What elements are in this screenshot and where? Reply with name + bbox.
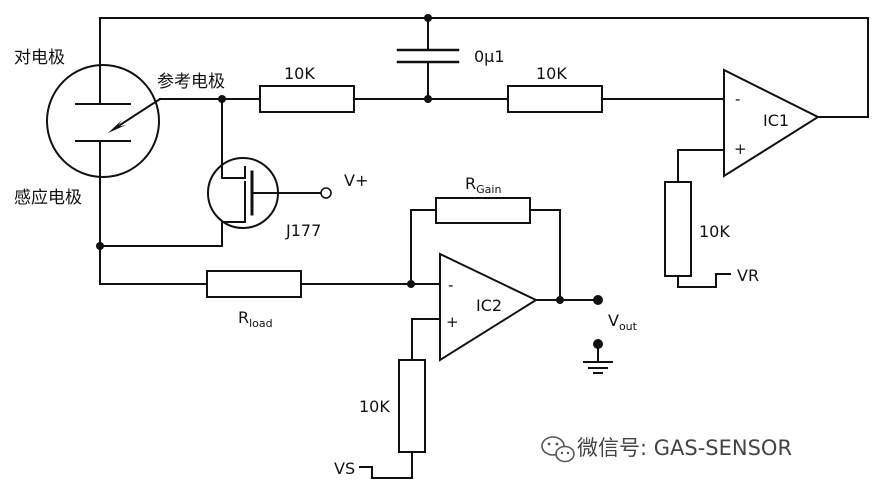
label-r-top-left: 10K — [284, 64, 315, 83]
vplus-terminal — [320, 187, 332, 199]
label-capacitor: 0μ1 — [474, 47, 505, 66]
resistor-10k-vr — [664, 181, 692, 277]
resistor-rload — [206, 270, 302, 298]
vout-terminal — [593, 295, 603, 305]
watermark: 微信号: GAS-SENSOR — [541, 436, 792, 463]
junctions — [96, 14, 603, 349]
ic1-plus-sign: + — [734, 140, 747, 158]
label-rgain: RGain — [465, 174, 501, 196]
label-r-vr: 10K — [699, 222, 730, 241]
label-ic1: IC1 — [763, 111, 789, 130]
gas-sensor — [46, 41, 162, 179]
wires — [99, 17, 869, 479]
ic2-plus-sign: + — [446, 313, 459, 331]
label-sensing-electrode: 感应电极 — [14, 188, 82, 208]
opamp-ic1 — [723, 68, 821, 178]
label-vs: VS — [334, 459, 355, 478]
wechat-icon — [541, 436, 575, 463]
ic2-minus-sign: - — [448, 276, 453, 294]
label-r-vs: 10K — [359, 397, 390, 416]
label-vplus: V+ — [344, 171, 368, 190]
resistor-rgain — [435, 197, 531, 224]
label-j177: J177 — [285, 221, 321, 240]
jfet-j177 — [207, 157, 332, 229]
resistor-10k-vs — [398, 359, 426, 453]
resistor-10k-top-right — [507, 85, 603, 113]
capacitor-0u1 — [396, 48, 460, 64]
label-r-top-right: 10K — [536, 64, 567, 83]
label-reference-electrode: 参考电极 — [157, 72, 225, 92]
label-ic2: IC2 — [476, 296, 502, 315]
label-rload: Rload — [238, 308, 273, 330]
label-vout: Vout — [608, 311, 638, 333]
resistor-10k-top-left — [259, 85, 355, 113]
label-counter-electrode: 对电极 — [14, 48, 65, 68]
ground-terminal — [593, 339, 603, 349]
watermark-text: 微信号: GAS-SENSOR — [577, 436, 792, 460]
ic1-minus-sign: - — [735, 90, 740, 108]
opamp-ic2 — [439, 252, 539, 362]
label-vr: VR — [737, 266, 759, 285]
